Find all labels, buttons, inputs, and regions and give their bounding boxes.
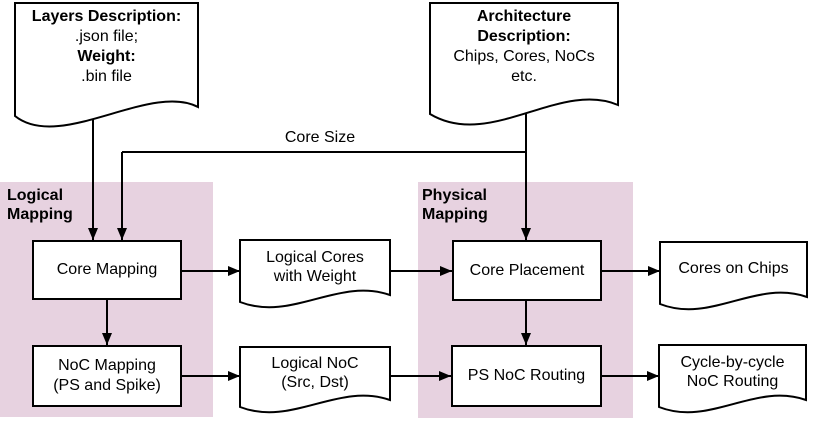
core-size-label: Core Size bbox=[284, 129, 356, 146]
cycle-noc-routing-text: Cycle-by-cycle NoC Routing bbox=[659, 353, 806, 391]
architecture-contents-line1: Chips, Cores, NoCs bbox=[453, 48, 595, 65]
logical-cores-line1: Logical Cores bbox=[266, 249, 364, 266]
ps-noc-routing-label: PS NoC Routing bbox=[467, 367, 586, 384]
noc-mapping-box: NoC Mapping (PS and Spike) bbox=[32, 345, 182, 407]
noc-mapping-label-line1: NoC Mapping bbox=[58, 357, 156, 374]
layers-description-title: Layers Description: bbox=[31, 8, 182, 25]
cycle-noc-routing-line1: Cycle-by-cycle bbox=[680, 354, 785, 371]
physical-mapping-label: Physical Mapping bbox=[422, 187, 488, 223]
logical-cores-text: Logical Cores with Weight bbox=[240, 248, 390, 286]
weight-bin-file: .bin file bbox=[81, 68, 132, 85]
ps-noc-routing-box: PS NoC Routing bbox=[451, 345, 602, 407]
cycle-noc-routing-line2: NoC Routing bbox=[686, 373, 779, 390]
logical-cores-document bbox=[239, 239, 391, 309]
layers-description-document bbox=[14, 2, 199, 128]
logical-noc-document bbox=[239, 346, 391, 414]
logical-cores-line2: with Weight bbox=[273, 268, 357, 285]
logical-noc-line2: (Src, Dst) bbox=[281, 374, 349, 391]
layers-description-text: Layers Description: .json file; Weight: … bbox=[15, 7, 198, 87]
core-mapping-label: Core Mapping bbox=[56, 261, 158, 278]
cores-on-chips-document bbox=[659, 241, 808, 311]
noc-mapping-label-line2: (PS and Spike) bbox=[53, 377, 161, 394]
weight-title: Weight: bbox=[77, 48, 136, 65]
architecture-contents-line2: etc. bbox=[511, 68, 537, 85]
logical-noc-text: Logical NoC (Src, Dst) bbox=[240, 354, 390, 392]
logical-noc-line1: Logical NoC bbox=[271, 355, 359, 372]
architecture-title-line2: Description: bbox=[477, 28, 571, 45]
core-placement-box: Core Placement bbox=[452, 240, 602, 301]
cycle-noc-routing-document bbox=[658, 344, 807, 414]
cores-on-chips-text: Cores on Chips bbox=[660, 259, 807, 279]
core-placement-label: Core Placement bbox=[469, 261, 585, 279]
architecture-description-document bbox=[429, 2, 619, 126]
architecture-description-text: Architecture Description: Chips, Cores, … bbox=[430, 7, 618, 87]
logical-mapping-label: Logical Mapping bbox=[7, 187, 73, 223]
core-mapping-box: Core Mapping bbox=[32, 240, 182, 300]
architecture-title-line1: Architecture bbox=[476, 8, 572, 25]
cores-on-chips-label: Cores on Chips bbox=[678, 260, 789, 277]
layers-json-file: .json file; bbox=[74, 28, 139, 45]
